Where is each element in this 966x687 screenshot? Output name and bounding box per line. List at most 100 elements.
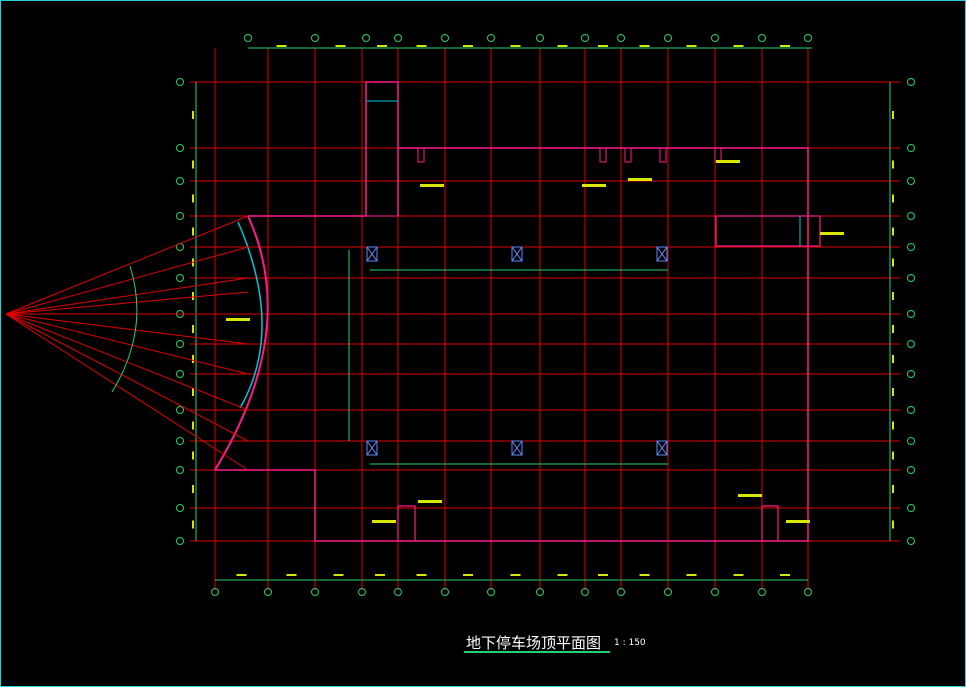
axis-bubble-left [176, 212, 184, 220]
dim-label-left [192, 355, 194, 363]
axis-bubble-right [907, 466, 915, 474]
inner-frame [348, 250, 668, 465]
axis-bubble-top [581, 34, 589, 42]
axis-bubble-left [176, 437, 184, 445]
axis-bubble-bottom [536, 588, 544, 596]
axis-bubble-right [907, 537, 915, 545]
axis-bubble-right [907, 212, 915, 220]
axis-bubble-right [907, 144, 915, 152]
dim-label-right [892, 258, 894, 267]
lower-opening-left [397, 505, 416, 541]
column-cross [366, 246, 378, 262]
dim-label-bottom [598, 574, 608, 576]
axis-bubble-top [394, 34, 402, 42]
dim-label-top [377, 45, 387, 47]
dim-label-right [892, 227, 894, 236]
dim-label-top [276, 45, 287, 47]
axis-bubble-right [907, 177, 915, 185]
axis-bubble-left [176, 340, 184, 348]
radial-line [5, 313, 249, 442]
axis-bubble-left [176, 466, 184, 474]
dim-label-left [192, 451, 194, 460]
dim-label-right [892, 325, 894, 333]
axis-bubble-top [617, 34, 625, 42]
dim-label-bottom [686, 574, 697, 576]
axis-bubble-top [362, 34, 370, 42]
title-underline [464, 651, 610, 653]
dim-label-bottom [286, 574, 297, 576]
dim-label-bottom [733, 574, 744, 576]
column-box [656, 440, 668, 456]
dim-label-top [733, 45, 744, 47]
axis-bubble-right [907, 370, 915, 378]
drawing-title: 地下停车场顶平面图 [466, 634, 602, 652]
dim-label-right [892, 485, 894, 493]
ramp-shaft [365, 81, 399, 217]
dim-label-left [192, 421, 194, 430]
dim-label-left [192, 194, 194, 203]
dim-label-bottom [780, 574, 790, 576]
axis-bubble-bottom [487, 588, 495, 596]
axis-bubble-top [536, 34, 544, 42]
column-box [511, 246, 523, 262]
annotation-label [582, 184, 606, 187]
dim-label-top [598, 45, 608, 47]
column-box [366, 440, 378, 456]
wall-notch [659, 147, 667, 163]
axis-bubble-left [176, 274, 184, 282]
dim-label-left [192, 160, 194, 169]
dim-label-right [892, 421, 894, 430]
axis-bubble-bottom [441, 588, 449, 596]
annotation-label [716, 160, 740, 163]
annotation-label [820, 232, 844, 235]
wall-notch [624, 147, 632, 163]
axis-bubble-left [176, 504, 184, 512]
axis-bubble-bottom [211, 588, 219, 596]
annotation-label [628, 178, 652, 181]
axis-bubble-left [176, 177, 184, 185]
dim-label-bottom [510, 574, 521, 576]
dim-label-bottom [375, 574, 385, 576]
dim-label-right [892, 355, 894, 363]
column-cross [656, 440, 668, 456]
dim-label-top [639, 45, 650, 47]
column-box [366, 246, 378, 262]
dim-label-top [780, 45, 790, 47]
wall-notch [714, 147, 722, 163]
drawing-scale: 1 : 150 [614, 638, 646, 648]
curved-wall [214, 215, 269, 471]
annotation-label [226, 318, 250, 321]
dim-label-left [192, 485, 194, 493]
column-cross [511, 440, 523, 456]
dim-label-top [463, 45, 473, 47]
dim-label-right [892, 292, 894, 300]
dim-label-left [192, 111, 194, 119]
annotation-label [786, 520, 810, 523]
dim-label-right [892, 451, 894, 460]
radial-line [5, 313, 249, 375]
axis-bubble-top [441, 34, 449, 42]
annotation-label [738, 494, 762, 497]
lower-opening-right [761, 505, 779, 541]
axis-bubble-bottom [617, 588, 625, 596]
radial-line [5, 313, 249, 471]
dim-label-top [335, 45, 346, 47]
dim-label-right [892, 160, 894, 169]
dim-label-top [510, 45, 521, 47]
radial-line [5, 313, 249, 345]
dim-label-left [192, 388, 194, 396]
dim-label-bottom [463, 574, 473, 576]
dim-label-left [192, 292, 194, 300]
annotation-label [420, 184, 444, 187]
outer-wall [215, 81, 809, 542]
axis-bubble-bottom [264, 588, 272, 596]
dim-label-right [892, 111, 894, 119]
axis-bubble-right [907, 437, 915, 445]
axis-bubble-bottom [311, 588, 319, 596]
axis-bubble-top [311, 34, 319, 42]
column-cross [511, 246, 523, 262]
axis-bubble-left [176, 370, 184, 378]
axis-bubble-left [176, 78, 184, 86]
radial-arc [111, 265, 138, 393]
